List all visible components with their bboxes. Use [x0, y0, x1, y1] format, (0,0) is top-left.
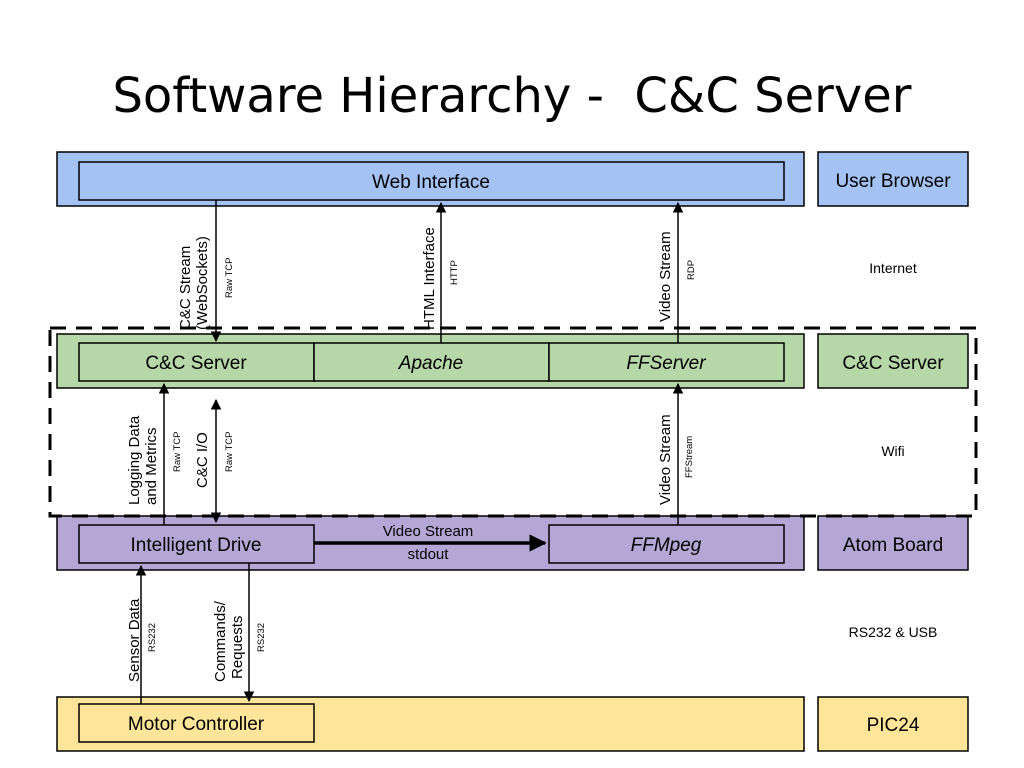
zone-rs232-usb: RS232 & USB — [849, 624, 938, 640]
motor-controller-label: Motor Controller — [128, 714, 265, 735]
cc-server-tag — [817, 333, 969, 389]
html-interface-proto: HTTP — [449, 260, 460, 285]
ffserver-box — [548, 342, 785, 382]
zone-wifi: Wifi — [881, 443, 904, 459]
atom-board-tag — [817, 515, 969, 571]
cc-server-box-label: C&C Server — [145, 353, 247, 374]
html-interface-label: HTML Interface — [421, 227, 438, 330]
video-rdp-proto: RDP — [686, 260, 697, 280]
ffmpeg-box — [548, 524, 785, 564]
logging-proto: Raw TCP — [172, 432, 183, 472]
page-title: Software Hierarchy - C&C Server — [112, 68, 912, 124]
cc-server-tag-label: C&C Server — [842, 353, 944, 374]
atom-board-tag-label: Atom Board — [843, 535, 943, 556]
ffserver-box-label: FFServer — [626, 353, 706, 374]
pic24-tag-label: PIC24 — [867, 715, 920, 736]
logging-label-1: Logging Data — [126, 415, 143, 505]
commands-label-1: Commands/ — [212, 600, 229, 682]
web-interface-box — [78, 161, 785, 201]
apache-box-label: Apache — [398, 353, 463, 374]
ffmpeg-label: FFMpeg — [631, 535, 702, 556]
cc-stream-proto: Raw TCP — [224, 258, 235, 298]
video-ffstream-proto: FFStream — [684, 436, 695, 478]
video-ffstream-label: Video Stream — [657, 414, 674, 505]
cc-server-box — [78, 342, 315, 382]
cc-stream-label-1: C&C Stream — [177, 246, 194, 330]
sensor-proto: RS232 — [147, 623, 158, 652]
cc-stream-label-2: (WebSockets) — [194, 236, 211, 330]
logging-label-2: and Metrics — [143, 427, 160, 505]
intelligent-drive-label: Intelligent Drive — [131, 535, 262, 556]
cc-io-proto: Raw TCP — [224, 432, 235, 472]
sensor-label: Sensor Data — [126, 598, 143, 682]
pic24-tag — [817, 696, 969, 752]
video-rdp-label: Video Stream — [657, 231, 674, 322]
zone-internet: Internet — [869, 260, 917, 276]
cc-io-label: C&C I/O — [194, 432, 211, 488]
user-browser-tag — [817, 151, 969, 207]
video-stdout-proto: stdout — [408, 546, 450, 563]
video-stdout-label: Video Stream — [383, 523, 474, 540]
motor-controller-box — [78, 703, 315, 743]
commands-proto: RS232 — [256, 623, 267, 652]
commands-label-2: Requests — [229, 616, 246, 679]
user-browser-tag-label: User Browser — [835, 171, 951, 192]
web-interface-label: Web Interface — [372, 172, 490, 193]
wifi-boundary — [48, 326, 978, 518]
